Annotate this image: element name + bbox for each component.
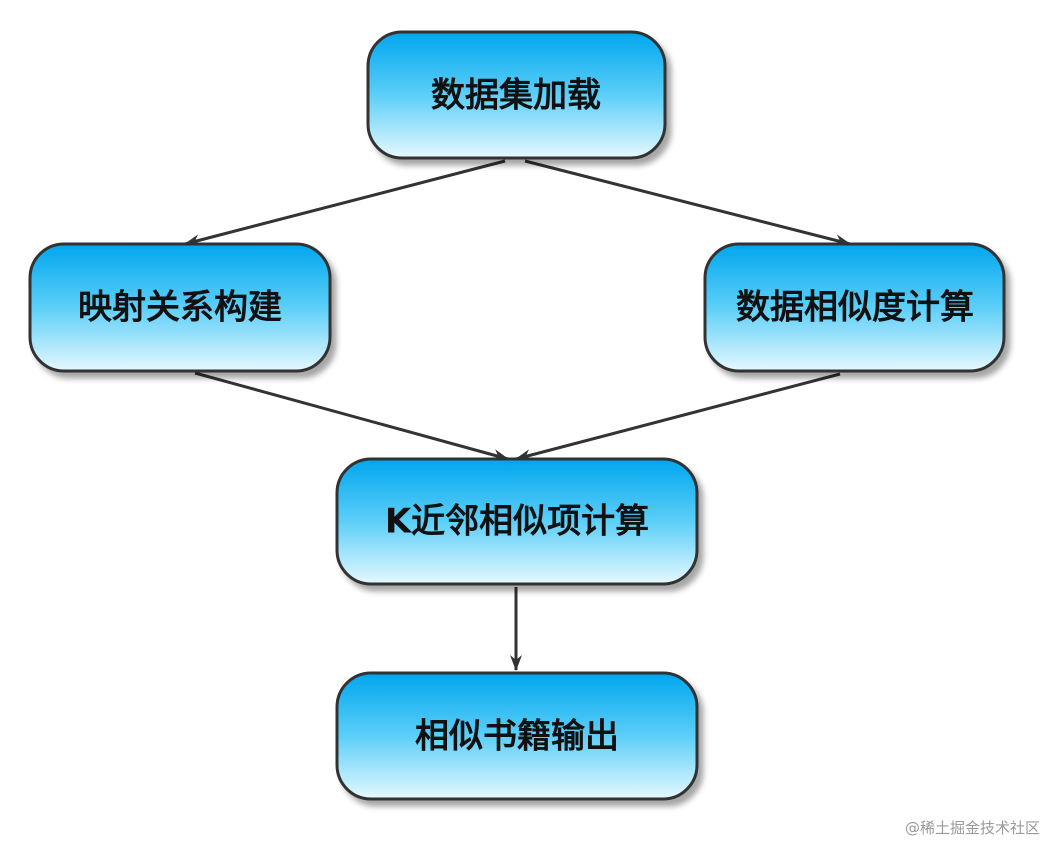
node-mapping-box [28, 242, 332, 373]
node-load-label: 数据集加载 [431, 76, 601, 116]
node-mapping: 映射关系构建 [28, 242, 332, 373]
arrow-load-to-mapping [184, 159, 506, 247]
node-load-box [366, 30, 667, 160]
node-knn: K近邻相似项计算 [335, 457, 699, 586]
node-similarity: 数据相似度计算 [703, 242, 1006, 373]
watermark: @稀土掘金技术社区 [904, 819, 1040, 837]
node-output-box [335, 671, 699, 801]
node-load: 数据集加载 [366, 30, 667, 160]
node-output-label: 相似书籍输出 [415, 717, 619, 757]
node-knn-label: K近邻相似项计算 [385, 502, 649, 542]
connectors [184, 159, 851, 671]
arrow-mapping-to-knn [194, 371, 509, 461]
node-similarity-box [703, 242, 1006, 373]
node-mapping-label: 映射关系构建 [78, 288, 282, 328]
arrow-similarity-to-knn [515, 372, 841, 461]
arrow-load-to-similarity [524, 159, 851, 247]
node-output: 相似书籍输出 [335, 671, 699, 801]
node-knn-box [335, 457, 699, 586]
node-similarity-label: 数据相似度计算 [736, 288, 974, 328]
